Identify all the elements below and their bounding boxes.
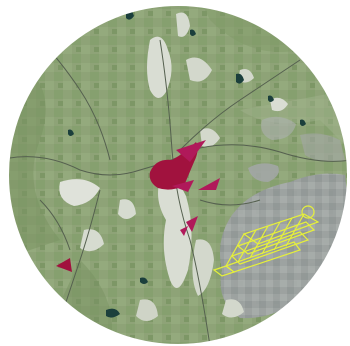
grid-polygon[interactable] [212, 205, 320, 277]
highlight-small-south[interactable] [186, 216, 198, 232]
highlighted-areas-layer[interactable] [56, 140, 220, 272]
highlight-triangle-north[interactable] [176, 140, 206, 162]
highlight-strip-center[interactable] [172, 180, 194, 192]
highlight-small-south-2[interactable] [180, 226, 188, 236]
highlight-triangle-east[interactable] [198, 178, 220, 190]
highlight-west[interactable] [56, 258, 72, 272]
map-circle-border [7, 4, 349, 346]
